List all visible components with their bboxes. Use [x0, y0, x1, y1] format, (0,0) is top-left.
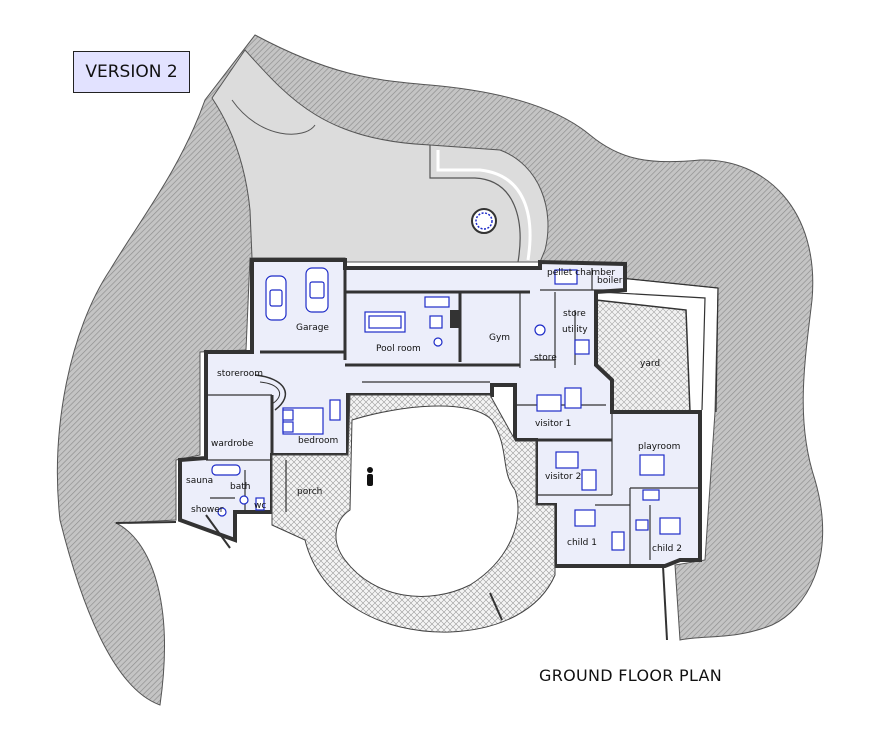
utility-fixtures-icon: [534, 269, 590, 355]
room-label-storeroom: storeroom: [217, 369, 263, 379]
room-label-wardrobe: wardrobe: [211, 439, 254, 449]
plan-title: GROUND FLOOR PLAN: [539, 666, 723, 685]
room-label-porch: porch: [297, 487, 322, 497]
room-label-visitor-1: visitor 1: [535, 419, 571, 429]
room-label-boiler: boiler: [597, 276, 623, 286]
bathtub-icon: [211, 464, 265, 517]
room-label-pool-room: Pool room: [376, 344, 421, 354]
room-label-yard: yard: [640, 359, 660, 369]
room-label-child-2: child 2: [652, 544, 682, 554]
room-label-sauna: sauna: [186, 476, 213, 486]
room-label-garage: Garage: [296, 323, 329, 333]
bed-icon: [282, 399, 341, 435]
room-label-shower: shower: [191, 505, 224, 515]
person-icon: [367, 467, 373, 486]
room-label-store-lower: store: [534, 353, 557, 363]
room-label-pellet-chamber: pellet chamber: [547, 268, 615, 278]
sofa-icon: [424, 296, 450, 347]
room-label-bath: bath: [230, 482, 250, 492]
car-1-icon: [265, 275, 287, 321]
child-bed-icon: [574, 509, 681, 551]
room-label-wc: wc: [254, 501, 266, 511]
room-label-bedroom: bedroom: [298, 436, 338, 446]
fireplace-icon: [450, 310, 460, 328]
room-label-store-upper: store: [563, 309, 586, 319]
car-2-icon: [305, 267, 329, 313]
play-table-icon: [639, 454, 665, 501]
version-label: VERSION 2: [73, 51, 190, 93]
room-label-gym: Gym: [489, 333, 510, 343]
visitor-bed-icon: [536, 387, 597, 491]
room-label-utility: utility: [562, 325, 588, 335]
pool-table-icon: [364, 311, 406, 333]
room-label-playroom: playroom: [638, 442, 680, 452]
driveway: [211, 49, 549, 263]
room-label-visitor-2: visitor 2: [545, 472, 581, 482]
room-label-child-1: child 1: [567, 538, 597, 548]
courtyard-lawn: [335, 405, 519, 597]
interior-walls: [206, 268, 700, 566]
